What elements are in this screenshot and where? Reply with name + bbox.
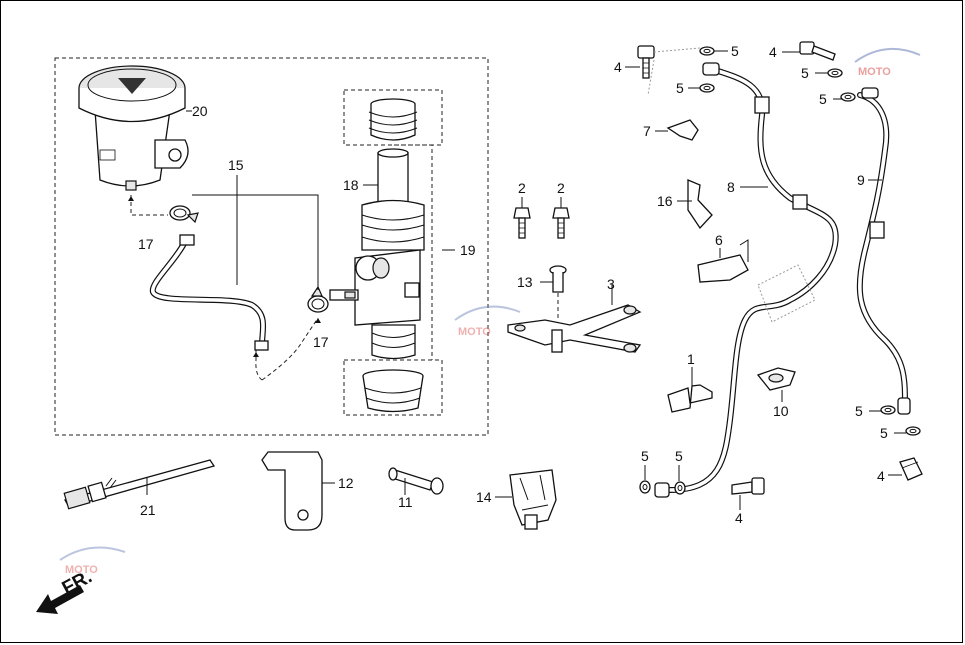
part-17-clamp-bottom bbox=[307, 285, 329, 313]
boot-top-box bbox=[343, 89, 443, 146]
label-2-right: 2 bbox=[557, 180, 565, 196]
label-8: 8 bbox=[727, 179, 735, 195]
watermark-text-a: MOTO bbox=[858, 66, 891, 78]
watermark-logo-a: MOTO bbox=[854, 47, 921, 78]
label-5-c: 5 bbox=[801, 65, 809, 81]
part-21-pushrod bbox=[63, 459, 216, 510]
part-11-pin bbox=[388, 467, 444, 495]
part-5-washer-f bbox=[674, 481, 686, 495]
part-9-hose bbox=[856, 87, 911, 415]
part-4-bolt-bottom-left bbox=[731, 477, 765, 495]
label-10: 10 bbox=[773, 403, 789, 419]
boot-bottom-box bbox=[343, 359, 443, 416]
part-1-bracket bbox=[667, 384, 713, 413]
flow-line-b bbox=[255, 317, 319, 381]
watermark-text-c: MOTO bbox=[65, 564, 98, 576]
part-5-washer-e bbox=[639, 480, 651, 494]
part-7-clip bbox=[666, 119, 699, 141]
label-20: 20 bbox=[192, 103, 208, 119]
part-12-bracket bbox=[261, 451, 323, 531]
part-15-hose bbox=[149, 234, 269, 351]
label-19: 19 bbox=[460, 242, 476, 258]
label-6: 6 bbox=[715, 232, 723, 248]
label-12: 12 bbox=[338, 475, 354, 491]
watermark-logo-c: MOTO bbox=[59, 546, 126, 576]
label-5-g: 5 bbox=[855, 403, 863, 419]
part-5-washer-b bbox=[699, 83, 715, 93]
part-17-clamp-top bbox=[169, 205, 199, 224]
label-5-f: 5 bbox=[675, 448, 683, 464]
flow-line-a bbox=[130, 195, 168, 216]
label-4-bottom-right: 4 bbox=[877, 468, 885, 484]
assembly-box-19 bbox=[54, 57, 489, 436]
part-20-reservoir bbox=[78, 65, 189, 191]
label-15: 15 bbox=[228, 157, 244, 173]
watermark-logo-b: MOTO bbox=[454, 305, 521, 338]
part-4-bolt-bottom-right bbox=[899, 457, 923, 481]
label-4-top-right: 4 bbox=[769, 44, 777, 60]
label-11: 11 bbox=[398, 494, 413, 510]
part-13-rivet bbox=[549, 265, 567, 293]
label-7: 7 bbox=[643, 123, 651, 139]
label-5-e: 5 bbox=[641, 448, 649, 464]
part-10-clamp bbox=[756, 367, 796, 391]
label-3: 3 bbox=[607, 276, 615, 292]
part-5-washer-d bbox=[840, 92, 856, 102]
part-5-washer-g bbox=[880, 405, 896, 415]
part-16-clip bbox=[687, 179, 713, 230]
label-5-d: 5 bbox=[819, 91, 827, 107]
label-13: 13 bbox=[517, 274, 533, 290]
label-9: 9 bbox=[857, 172, 865, 188]
label-14: 14 bbox=[476, 489, 492, 505]
label-17-top: 17 bbox=[138, 236, 154, 252]
label-4-top-left: 4 bbox=[614, 59, 622, 75]
label-5-b: 5 bbox=[676, 80, 684, 96]
label-5-h: 5 bbox=[880, 425, 888, 441]
part-8-hose bbox=[654, 62, 839, 498]
label-16: 16 bbox=[657, 193, 673, 209]
label-21: 21 bbox=[140, 502, 156, 518]
part-14-clip bbox=[509, 469, 557, 530]
label-18: 18 bbox=[343, 177, 359, 193]
label-4-bottom-left: 4 bbox=[735, 510, 743, 526]
part-5-washer-a bbox=[699, 46, 715, 56]
label-1: 1 bbox=[687, 351, 695, 367]
label-5-a: 5 bbox=[731, 43, 739, 59]
part-4-bolt-top-right bbox=[799, 41, 836, 61]
label-17-bottom: 17 bbox=[313, 334, 329, 350]
part-3-lever bbox=[507, 304, 642, 353]
inner-box-link bbox=[394, 144, 433, 360]
hose-break-box bbox=[757, 264, 816, 323]
part-5-washer-c bbox=[827, 68, 843, 78]
part-5-washer-h bbox=[905, 426, 921, 436]
label-2-left: 2 bbox=[518, 180, 526, 196]
part-2-bolt-right bbox=[552, 207, 570, 239]
part-18-master-cylinder bbox=[329, 98, 425, 413]
watermark-text-b: MOTO bbox=[458, 326, 491, 338]
part-2-bolt-left bbox=[513, 207, 531, 239]
part-6-clamp bbox=[697, 239, 749, 283]
